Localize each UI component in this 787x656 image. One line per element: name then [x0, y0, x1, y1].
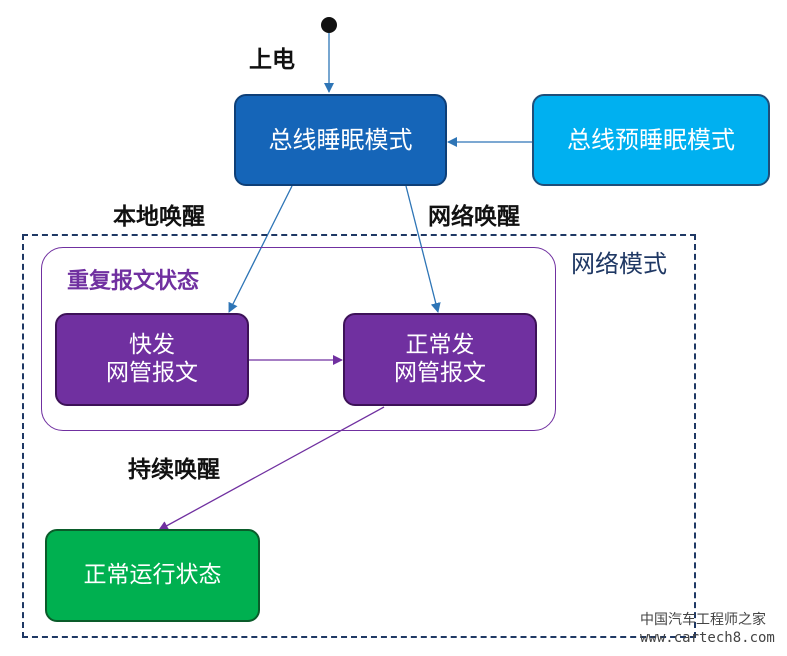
normal-nm-label-line2: 网管报文	[394, 359, 486, 386]
network-mode-region	[22, 234, 696, 638]
network-wakeup-arrow	[405, 185, 441, 313]
bus-sleep-label: 总线睡眠模式	[268, 125, 413, 154]
local-wakeup-arrow	[228, 185, 293, 313]
pre-bus-sleep-label: 总线预睡眠模式	[567, 125, 735, 154]
network-wakeup-label: 网络唤醒	[428, 204, 520, 230]
fast-nm-label-line2: 网管报文	[106, 359, 198, 386]
continuous-wakeup-label: 持续唤醒	[128, 457, 220, 483]
normal-operation-label: 正常运行状态	[83, 561, 222, 588]
fast-nm-state: 快发 网管报文	[55, 313, 249, 406]
local-wakeup-label: 本地唤醒	[113, 204, 205, 230]
normal-nm-state: 正常发 网管报文	[343, 313, 537, 406]
continuous-wakeup-arrow	[158, 406, 385, 531]
repeat-message-label: 重复报文状态	[67, 269, 200, 294]
watermark-name: 中国汽车工程师之家	[640, 612, 766, 628]
watermark-url: www.cartech8.com	[640, 630, 775, 646]
normal-operation-state: 正常运行状态	[45, 529, 260, 622]
pre-bus-sleep-state: 总线预睡眠模式	[532, 94, 770, 186]
fast-nm-label-line1: 快发	[129, 331, 175, 358]
initial-node	[321, 17, 337, 33]
normal-nm-label-line1: 正常发	[405, 331, 475, 358]
bus-sleep-state: 总线睡眠模式	[234, 94, 447, 186]
power-on-label: 上电	[249, 47, 295, 73]
network-mode-label: 网络模式	[571, 250, 667, 278]
repeat-message-region	[41, 247, 556, 431]
